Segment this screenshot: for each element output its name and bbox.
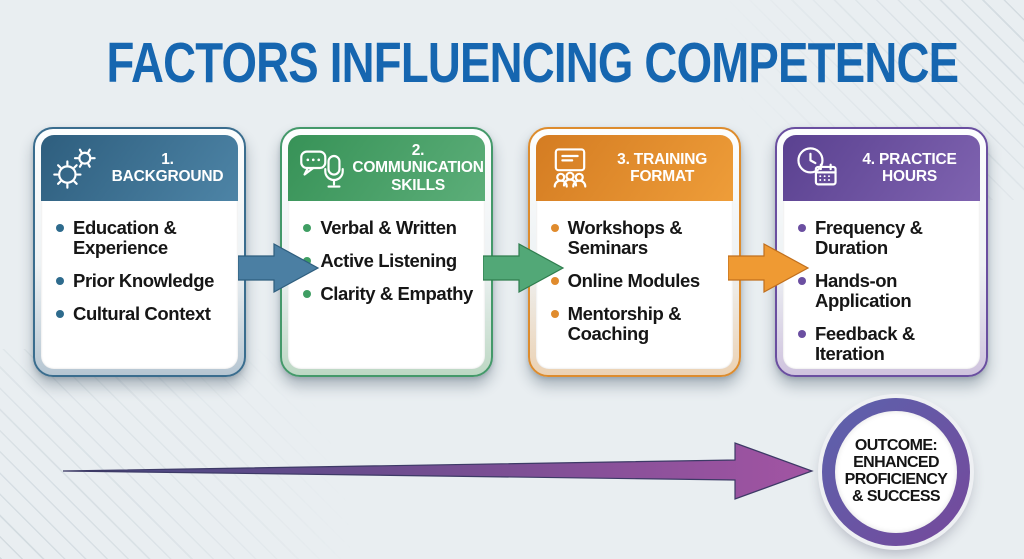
bullet-dot <box>56 309 64 318</box>
bullet-dot <box>56 276 64 285</box>
list-item: Mentorship & Coaching <box>550 303 727 344</box>
list-item: Education & Experience <box>56 218 232 258</box>
card-training-header: 3. TRAINING FORMAT <box>535 135 733 201</box>
bullet-dot <box>550 309 559 318</box>
outcome-badge: OUTCOME: ENHANCED PROFICIENCY & SUCCESS <box>822 398 970 546</box>
card-background: 1. BACKGROUND Education & Experience Pri… <box>33 127 246 377</box>
chat-microphone-icon <box>300 150 345 188</box>
list-item: Online Modules <box>550 270 727 291</box>
card-background-title: 1. BACKGROUND <box>111 150 224 185</box>
arrow-right-icon <box>238 242 320 294</box>
clock-calendar-icon <box>797 147 837 186</box>
factor-cards-row: 1. BACKGROUND Education & Experience Pri… <box>33 127 988 377</box>
list-item: Workshops & Seminars <box>550 218 727 258</box>
list-item: Prior Knowledge <box>56 270 232 291</box>
list-item: Cultural Context <box>56 303 232 324</box>
card-training-title: 3. TRAINING FORMAT <box>617 150 708 185</box>
card-practice-hours: 4. PRACTICE HOURS Frequency & Duration H… <box>774 127 988 377</box>
bullet-dot <box>303 224 312 232</box>
card-background-list: Education & Experience Prior Knowledge C… <box>41 201 238 337</box>
outcome-text: OUTCOME: ENHANCED PROFICIENCY & SUCCESS <box>835 411 957 533</box>
bullet-dot <box>303 256 312 265</box>
bullet-dot <box>797 224 806 232</box>
outcome-arrow-icon <box>62 442 814 500</box>
list-item: Frequency & Duration <box>797 218 974 258</box>
bullet-dot <box>550 224 559 232</box>
card-practice-list: Frequency & Duration Hands-on Applicatio… <box>783 201 980 369</box>
list-item: Feedback & Iteration <box>797 323 974 364</box>
list-item: Active Listening <box>303 250 479 271</box>
list-item: Verbal & Written <box>303 218 479 238</box>
bullet-dot <box>797 329 806 338</box>
bullet-dot <box>56 224 64 232</box>
card-communication-header: 2. COMMUNICATION SKILLS <box>288 135 486 201</box>
list-item: Hands-on Application <box>797 270 974 311</box>
card-practice-title: 4. PRACTICE HOURS <box>862 150 957 185</box>
presentation-audience-icon <box>553 148 587 188</box>
bullet-dot <box>797 276 806 285</box>
gears-icon <box>53 148 96 189</box>
arrow-right-icon <box>483 242 565 294</box>
card-communication-list: Verbal & Written Active Listening Clarit… <box>288 201 485 317</box>
card-training-list: Workshops & Seminars Online Modules Ment… <box>536 201 733 357</box>
bullet-dot <box>303 289 312 298</box>
page-title: FACTORS INFLUENCING COMPETENCE <box>106 31 959 95</box>
list-item: Clarity & Empathy <box>303 283 479 304</box>
arrow-right-icon <box>728 242 810 294</box>
card-background-header: 1. BACKGROUND <box>41 135 238 201</box>
card-training-format: 3. TRAINING FORMAT Workshops & Seminars … <box>527 127 741 377</box>
card-practice-header: 4. PRACTICE HOURS <box>782 135 980 201</box>
card-communication-title: 2. COMMUNICATION SKILLS <box>352 141 484 194</box>
bullet-dot <box>550 276 559 285</box>
